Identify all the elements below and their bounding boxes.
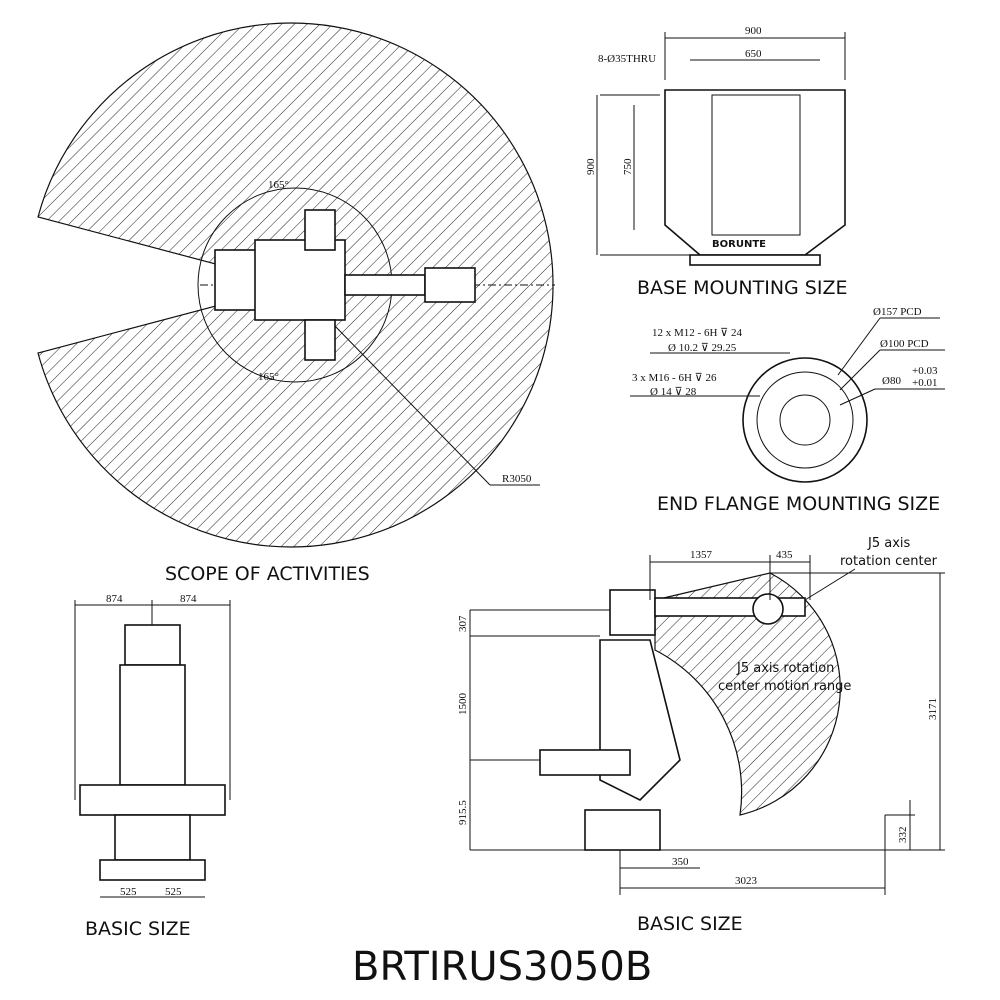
base-outline: [664, 89, 846, 256]
flange-tol-upper: +0.03: [912, 365, 938, 377]
j5-label-line2: rotation center: [840, 554, 938, 569]
j5-motion-range-hatched: [654, 572, 841, 816]
side-h1500: 1500: [457, 693, 469, 716]
side-view: 1357 435 J5 axis rotation center J5 axis…: [457, 536, 945, 935]
flange-d80: Ø80: [882, 375, 901, 387]
base-height-outer: 900: [585, 158, 597, 175]
front-base-left: 525: [120, 886, 137, 898]
front-view: 874 874 525 525 BASIC SIZE: [74, 593, 231, 940]
front-left-width: 874: [106, 593, 123, 605]
scope-of-activities-view: 165° 165° R3050 SCOPE OF ACTIVITIES: [37, 22, 555, 585]
model-name: BRTIRUS3050B: [352, 944, 652, 990]
side-w3023: 3023: [735, 875, 758, 887]
front-base-right: 525: [165, 886, 182, 898]
flange-tol-lower: +0.01: [912, 377, 937, 389]
front-caption: BASIC SIZE: [85, 918, 191, 940]
base-mounting-view: BORUNTE 900 650 8-Ø35THRU 900 750 BASE M…: [585, 25, 847, 299]
flange-note2-line1: 3 x M16 - 6H ⊽ 26: [632, 372, 717, 384]
range-label-line2: center motion range: [718, 679, 851, 694]
side-h332: 332: [897, 827, 909, 844]
base-width-inner: 650: [745, 48, 762, 60]
base-logo: BORUNTE: [712, 239, 766, 250]
angle-label-bottom: 165°: [258, 371, 279, 383]
flange-note1-line2: Ø 10.2 ⊽ 29.25: [668, 342, 737, 354]
side-h915: 915.5: [457, 800, 469, 825]
end-flange-view: 12 x M12 - 6H ⊽ 24 Ø 10.2 ⊽ 29.25 3 x M1…: [630, 306, 945, 515]
base-height-inner: 750: [622, 158, 634, 175]
flange-note1-line1: 12 x M12 - 6H ⊽ 24: [652, 327, 742, 339]
base-width-outer: 900: [745, 25, 762, 37]
flange-caption: END FLANGE MOUNTING SIZE: [657, 493, 940, 515]
robot-top-view: [214, 209, 476, 361]
range-label-line1: J5 axis rotation: [736, 661, 834, 676]
side-w350: 350: [672, 856, 689, 868]
base-holes-note: 8-Ø35THRU: [598, 53, 656, 65]
side-reach-1357: 1357: [690, 549, 713, 561]
flange-pcd157: Ø157 PCD: [873, 306, 922, 318]
flange-pcd100: Ø100 PCD: [880, 338, 929, 350]
j5-label-line1: J5 axis: [867, 536, 911, 551]
base-caption: BASE MOUNTING SIZE: [637, 277, 847, 299]
radius-label: R3050: [502, 473, 532, 485]
front-right-width: 874: [180, 593, 197, 605]
side-reach-435: 435: [776, 549, 793, 561]
angle-label-top: 165°: [268, 179, 289, 191]
side-caption: BASIC SIZE: [637, 913, 743, 935]
scope-caption: SCOPE OF ACTIVITIES: [165, 563, 370, 585]
side-h3171: 3171: [927, 698, 939, 720]
flange-note2-line2: Ø 14 ⊽ 28: [650, 386, 697, 398]
side-h307: 307: [457, 615, 469, 632]
